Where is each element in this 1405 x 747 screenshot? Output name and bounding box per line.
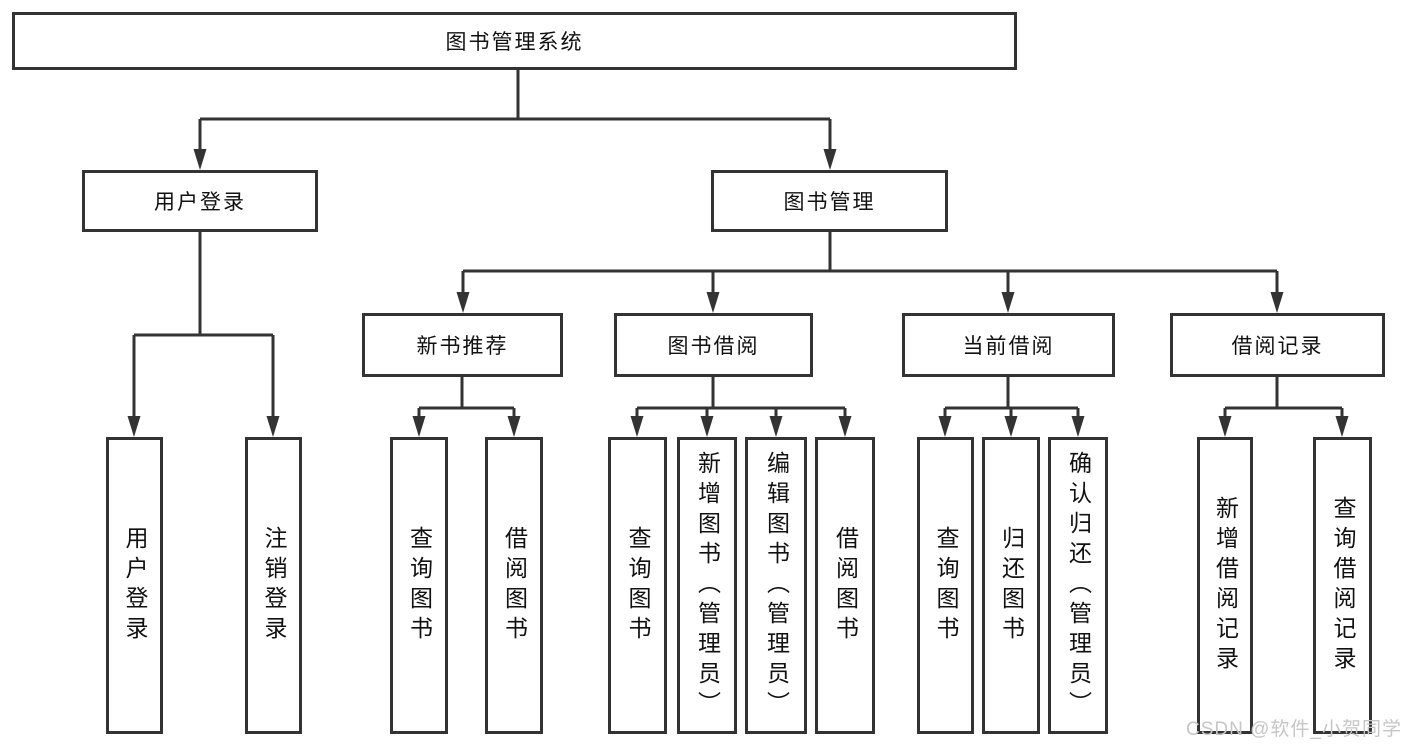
leaf-query-borrow-record: 查询借阅记录 [1313, 437, 1372, 734]
csdn-watermark: CSDN @软件_小贺同学 [1186, 719, 1402, 740]
node-root-system: 图书管理系统 [12, 12, 1017, 70]
node-borrow-records: 借阅记录 [1170, 313, 1385, 377]
node-new-book-recommend: 新书推荐 [362, 313, 563, 377]
leaf-query-books-borrow: 查询图书 [608, 437, 667, 734]
leaf-borrow-books-recommend: 借阅图书 [485, 437, 543, 734]
leaf-borrow-books: 借阅图书 [815, 437, 875, 734]
node-book-management: 图书管理 [711, 170, 948, 232]
node-book-borrow: 图书借阅 [614, 313, 813, 377]
leaf-query-books-current: 查询图书 [917, 437, 974, 734]
leaf-edit-book-admin: 编辑图书（管理员） [745, 437, 807, 734]
leaf-add-book-admin: 新增图书（管理员） [677, 437, 737, 734]
leaf-add-borrow-record: 新增借阅记录 [1197, 437, 1253, 734]
node-user-login: 用户登录 [82, 170, 318, 232]
leaf-logout: 注销登录 [245, 437, 302, 734]
leaf-query-books-recommend: 查询图书 [390, 437, 448, 734]
node-current-borrow: 当前借阅 [902, 313, 1115, 377]
leaf-confirm-return-admin: 确认归还（管理员） [1048, 437, 1108, 734]
leaf-return-books: 归还图书 [982, 437, 1040, 734]
leaf-user-login: 用户登录 [106, 437, 163, 734]
